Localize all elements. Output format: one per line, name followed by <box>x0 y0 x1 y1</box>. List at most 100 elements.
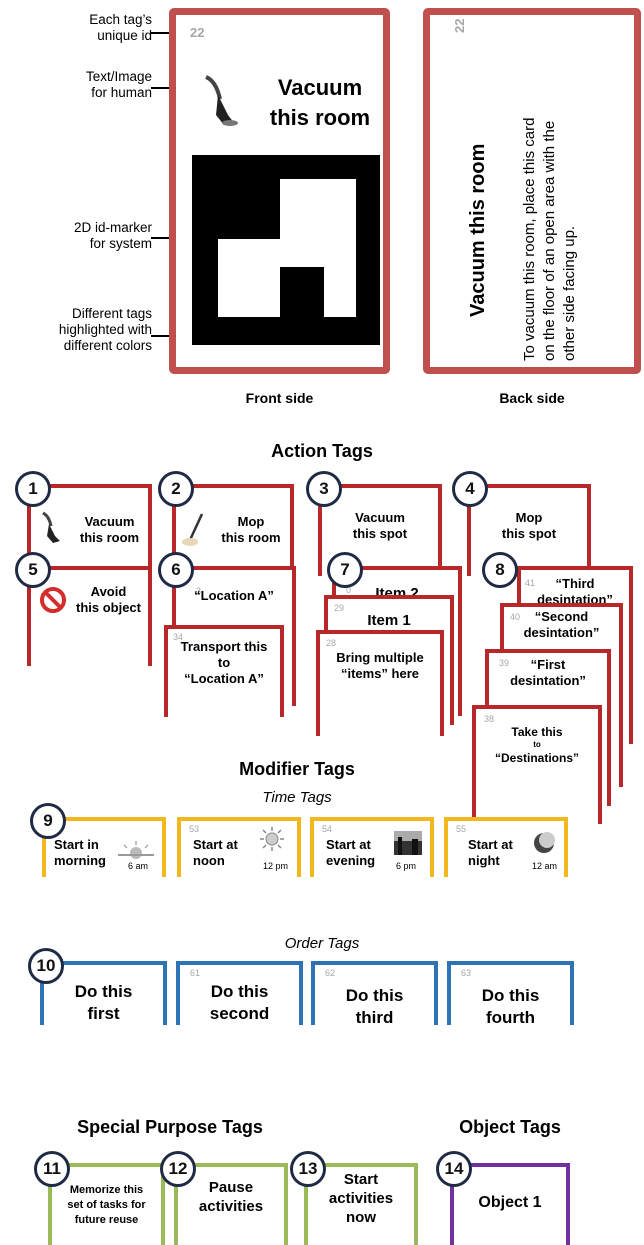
tag-id: 55 <box>456 824 467 834</box>
tag-text: Start at evening <box>326 837 376 868</box>
tag-mop-room[interactable]: Mop this room <box>172 484 294 576</box>
tag-bring-items[interactable]: 28 Bring multiple “items” here <box>316 630 444 736</box>
tag-text: Object 1 <box>478 1194 542 1211</box>
tag-text: Memorize this set of tasks for future re… <box>67 1184 146 1226</box>
badge-4: 4 <box>452 471 488 507</box>
badge-1: 1 <box>15 471 51 507</box>
tag-text: Bring multiple “items” here <box>336 650 424 681</box>
tag-id: 62 <box>325 968 336 978</box>
tag-text: Do this third <box>345 986 404 1027</box>
tag-text: Start in morning <box>54 837 106 868</box>
back-card: 22 Vacuum this room To vacuum this room,… <box>423 8 641 374</box>
tag-id: 40 <box>510 612 521 622</box>
object-tags-title: Object Tags <box>459 1117 561 1137</box>
tag-id: 63 <box>461 968 472 978</box>
badge-9: 9 <box>30 803 66 839</box>
tag-text: Start at noon <box>193 837 238 868</box>
badge-14: 14 <box>436 1151 472 1187</box>
id-marker <box>192 155 380 350</box>
vacuum-icon <box>39 510 63 551</box>
moon-icon <box>532 831 556 860</box>
tag-time: 12 pm <box>263 861 289 871</box>
back-card-caption: Back side <box>499 390 565 406</box>
tag-text: Item 1 <box>367 612 411 629</box>
tag-start-evening[interactable]: 54 Start at evening 6 pm <box>310 817 434 877</box>
annotation-colors: Different tags highlighted with differen… <box>58 306 152 353</box>
annotation-id-marker: 2D id-marker for system <box>73 220 152 251</box>
tag-id: 3 <box>196 586 202 596</box>
order-tags-title: Order Tags <box>284 935 360 952</box>
tag-text: “Location A” <box>194 588 274 603</box>
badge-2: 2 <box>158 471 194 507</box>
badge-13: 13 <box>290 1151 326 1187</box>
tag-id: 53 <box>189 824 200 834</box>
tag-time: 6 am <box>128 861 149 871</box>
badge-12: 12 <box>160 1151 196 1187</box>
tag-time: 12 am <box>532 861 558 871</box>
tag-id: 39 <box>499 658 510 668</box>
no-entry-icon <box>39 586 67 619</box>
tag-id: 0 <box>346 585 352 595</box>
tag-text: Mop this spot <box>501 510 557 541</box>
tag-id: 54 <box>322 824 333 834</box>
pointer-line-id <box>151 32 185 34</box>
tag-text: Mop this room <box>221 514 281 545</box>
time-tags-title: Time Tags <box>262 789 332 806</box>
badge-3: 3 <box>306 471 342 507</box>
tag-id: 28 <box>326 638 337 648</box>
back-card-body: To vacuum this room, place this card on … <box>521 117 578 361</box>
tag-avoid-object[interactable]: Avoid this object <box>27 566 152 666</box>
tag-text-take: Take this <box>511 725 563 739</box>
tag-text: Do this fourth <box>481 986 540 1027</box>
back-card-title: Vacuum this room <box>467 143 489 317</box>
badge-5: 5 <box>15 552 51 588</box>
tag-id: 29 <box>334 603 345 613</box>
badge-7: 7 <box>327 552 363 588</box>
front-card: 22 Vacuum this room <box>169 8 390 374</box>
tag-text-to: to <box>533 740 541 749</box>
tag-text: Vacuum this room <box>79 514 140 545</box>
tag-text: Start activities now <box>328 1171 394 1226</box>
tag-time: 6 pm <box>396 861 417 871</box>
badge-8: 8 <box>482 552 518 588</box>
badge-11: 11 <box>34 1151 70 1187</box>
tag-start-morning[interactable]: 2 Start in morning 6 am <box>42 817 166 877</box>
vacuum-icon <box>200 71 240 131</box>
modifier-tags-title: Modifier Tags <box>239 759 355 779</box>
special-tags-title: Special Purpose Tags <box>77 1117 263 1137</box>
tag-text: Transport this to “Location A” <box>180 639 268 686</box>
pointer-line-colors <box>151 335 179 337</box>
tag-text-destinations: “Destinations” <box>494 751 579 765</box>
tag-pause[interactable]: Pause activities <box>174 1163 288 1245</box>
tag-text: Vacuum this spot <box>352 510 408 541</box>
front-card-caption: Front side <box>245 390 314 406</box>
front-card-title: Vacuum this room <box>269 75 371 130</box>
mop-icon <box>182 512 208 553</box>
tag-id: 34 <box>173 632 184 642</box>
tag-memorize[interactable]: Memorize this set of tasks for future re… <box>48 1163 165 1245</box>
tag-text: Avoid this object <box>75 584 141 615</box>
tag-text: Pause activities <box>198 1179 264 1215</box>
badge-6: 6 <box>158 552 194 588</box>
annotation-unique-id: Each tag’s unique id <box>89 12 152 43</box>
tag-text: Start at night <box>468 837 513 868</box>
tag-start-noon[interactable]: 53 Start at noon 12 pm <box>177 817 301 877</box>
annotation-human-text: Text/Image for human <box>85 69 152 100</box>
tag-start-night[interactable]: 55 Start at night 12 am <box>444 817 568 877</box>
tag-id: 41 <box>525 578 536 588</box>
tag-order-third[interactable]: 62 Do this third <box>311 961 438 1027</box>
front-card-id: 22 <box>190 25 205 40</box>
evening-icon <box>394 831 422 860</box>
tag-id: 38 <box>484 714 495 724</box>
tag-order-fourth[interactable]: 63 Do this fourth <box>447 961 574 1027</box>
tag-order-second[interactable]: 61 Do this second <box>176 961 303 1025</box>
tag-text: Do this second <box>209 982 270 1023</box>
tag-transport[interactable]: 34 Transport this to “Location A” <box>164 625 284 717</box>
tag-text: Do this first <box>74 982 133 1023</box>
tag-take-to-destinations[interactable]: 38 Take this to “Destinations” <box>472 705 602 824</box>
sun-icon <box>259 826 285 857</box>
tag-text: “First desintation” <box>510 657 586 688</box>
sunrise-icon <box>116 839 156 866</box>
back-card-id: 22 <box>452 18 467 33</box>
